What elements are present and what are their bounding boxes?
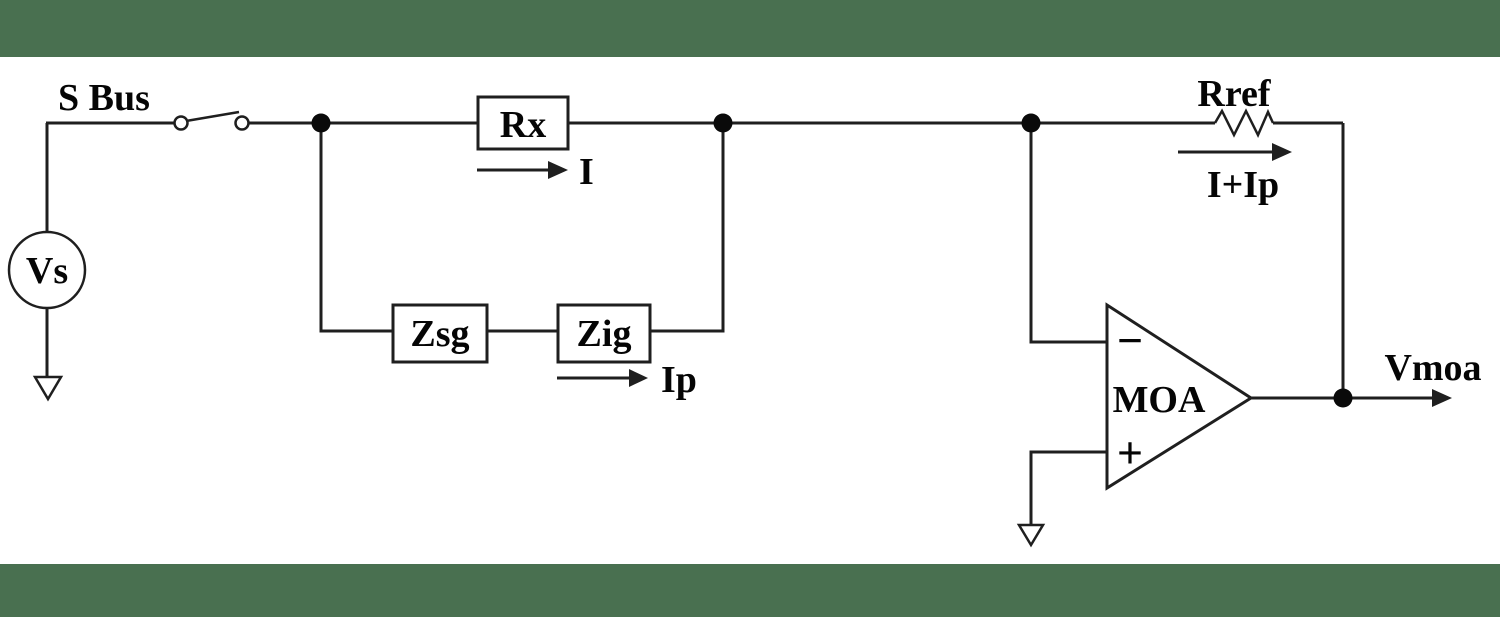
junction-dot-output (1333, 388, 1353, 408)
wire-shunt-right (650, 123, 725, 333)
switch-contact-right (234, 115, 250, 131)
junction-dot-bus-right (1021, 113, 1041, 133)
current-sum-label: I+Ip (1207, 164, 1279, 206)
arrow-ip-head (629, 369, 648, 387)
switch-contact-left (173, 115, 189, 131)
zsg-box (391, 303, 489, 364)
rx-box (476, 95, 570, 151)
output-label: Vmoa (1384, 347, 1481, 389)
current-ip-label: Ip (661, 359, 697, 401)
rref-label: Rref (1197, 73, 1271, 115)
wire-inverting-input (1029, 123, 1107, 344)
arrow-sum-head (1272, 143, 1292, 161)
opamp-inverting-sign: − (1117, 315, 1143, 366)
opamp-triangle (1105, 302, 1254, 491)
opamp-noninverting-sign: + (1117, 427, 1143, 478)
wires (45, 121, 1434, 525)
voltage-source-circle (7, 230, 87, 310)
zsg-label: Zsg (410, 313, 469, 355)
arrow-i-head (548, 161, 568, 179)
switch-icon (173, 110, 250, 131)
current-arrow-sum (1178, 143, 1292, 161)
rref-resistor-icon (1213, 108, 1275, 138)
ground-icon-source (32, 375, 64, 402)
opamp-name-label: MOA (1113, 379, 1206, 421)
current-arrow-i (477, 161, 568, 179)
current-arrow-ip (557, 369, 648, 387)
junction-dot-bus-mid (713, 113, 733, 133)
wire-noninverting-input (1029, 450, 1107, 525)
bus-label: S Bus (58, 77, 150, 119)
top-border-bar (0, 0, 1500, 57)
switch-blade (185, 110, 240, 123)
zig-label: Zig (577, 313, 632, 355)
output-arrowhead (1432, 389, 1452, 407)
junction-dot-bus-left (311, 113, 331, 133)
rx-label: Rx (500, 104, 546, 146)
wire-shunt-left (319, 123, 393, 333)
source-label: Vs (26, 250, 68, 292)
ground-icon-opamp (1016, 523, 1046, 548)
zig-box (556, 303, 652, 364)
bottom-border-bar (0, 564, 1500, 617)
current-i-label: I (579, 151, 594, 193)
